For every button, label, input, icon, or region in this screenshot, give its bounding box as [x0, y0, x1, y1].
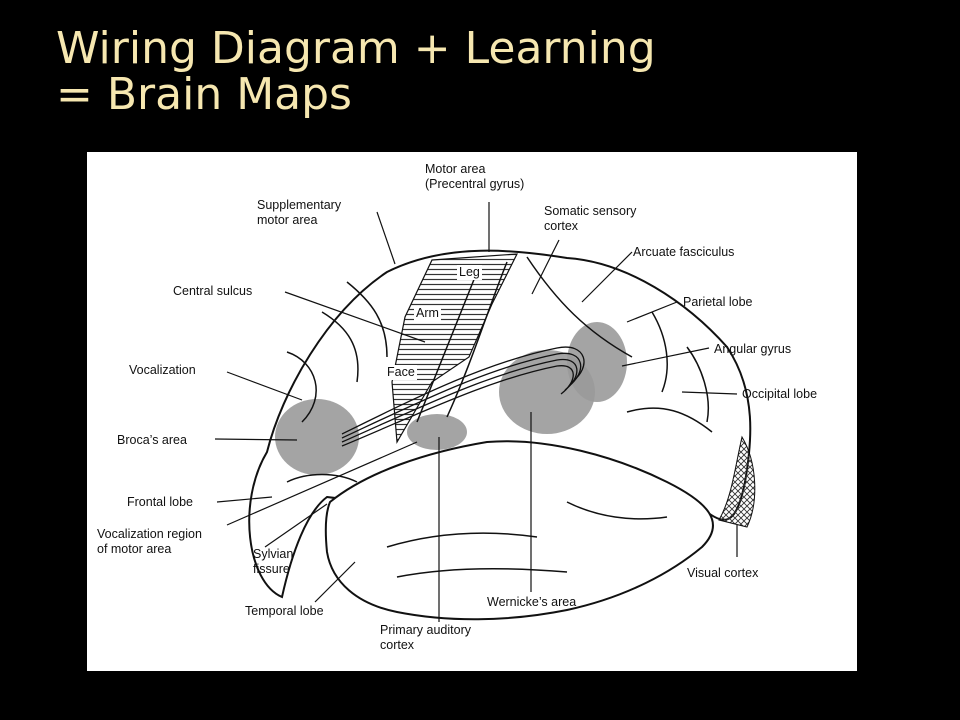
label-frontal-lobe: Frontal lobe	[127, 495, 194, 509]
label-supplementary-motor-area: Supplementary motor area	[257, 198, 342, 227]
label-motor-area: Motor area (Precentral gyrus)	[425, 162, 525, 191]
label-leg: Leg	[457, 265, 482, 280]
label-wernickes-area: Wernicke’s area	[487, 595, 577, 609]
brain-illustration	[214, 202, 756, 622]
label-angular-gyrus: Angular gyrus	[714, 342, 792, 356]
label-sylvian-fissure: Sylvian fissure	[253, 547, 294, 576]
label-visual-cortex: Visual cortex	[687, 566, 759, 580]
label-vocalization-region: Vocalization region of motor area	[97, 527, 202, 556]
label-arcuate-fasciculus: Arcuate fasciculus	[633, 245, 735, 259]
sulci-lines	[286, 256, 713, 578]
label-arm: Arm	[414, 306, 441, 321]
label-brocas-area: Broca’s area	[117, 433, 187, 447]
slide-title-line-1: Wiring Diagram + Learning	[56, 23, 656, 74]
label-face: Face	[385, 365, 417, 380]
leader-lines	[214, 202, 738, 622]
label-somatic-sensory-cortex: Somatic sensory cortex	[544, 204, 637, 233]
slide-title-line-2: = Brain Maps	[56, 69, 352, 120]
brocas-area-shade	[275, 399, 359, 475]
label-vocalization: Vocalization	[129, 363, 196, 377]
label-occipital-lobe: Occipital lobe	[742, 387, 818, 401]
slide-title: Wiring Diagram + Learning = Brain Maps	[56, 26, 656, 118]
label-primary-auditory-cortex: Primary auditory cortex	[380, 623, 471, 652]
temporal-lobe-shape	[324, 440, 714, 621]
label-parietal-lobe: Parietal lobe	[683, 295, 753, 309]
visual-cortex-hatch	[718, 435, 756, 528]
angular-gyrus-shade	[567, 322, 627, 402]
label-central-sulcus: Central sulcus	[173, 284, 253, 298]
vocalization-region-shade	[407, 414, 467, 450]
label-temporal-lobe: Temporal lobe	[245, 604, 324, 618]
brain-diagram: Motor area (Precentral gyrus) Supplement…	[87, 152, 857, 671]
arcuate-fasciculus-fibers	[341, 346, 585, 447]
